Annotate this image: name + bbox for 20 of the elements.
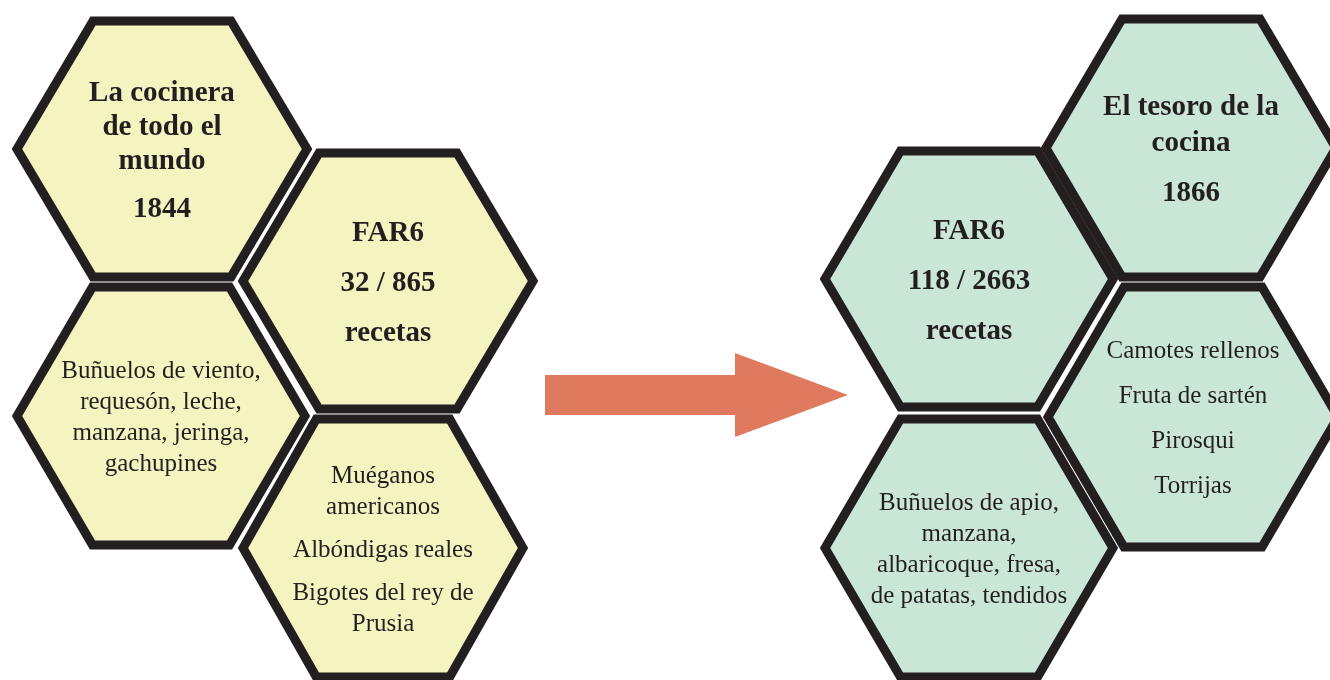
hexagon-text: Camotes rellenos xyxy=(1105,335,1281,365)
hexagon-heading: recetas xyxy=(924,312,1014,346)
hexagon-text: Bigotes del rey de Prusia xyxy=(291,576,475,638)
hexagon-heading: El tesoro de la cocina xyxy=(1102,88,1280,159)
hexagon-text: Albóndigas reales xyxy=(292,533,474,564)
hexagon-heading: FAR6 xyxy=(932,212,1006,246)
hexagon-text: Buñuelos de viento, requesón, leche, manzana, jeringa, gachupines xyxy=(60,355,262,478)
hexagon-heading: 1866 xyxy=(1161,174,1221,209)
hexagon-heading: FAR6 xyxy=(351,214,425,248)
hexagon-heading: La cocinera de todo el mundo xyxy=(88,74,236,176)
hexagon-text: Muéganos americanos xyxy=(325,459,441,521)
hexagon-text: Buñuelos de apio, manzana, albaricoque, fresa, de patatas, tendidos xyxy=(869,487,1069,610)
hexagon-heading: recetas xyxy=(343,314,433,348)
hexagon-heading: 32 / 865 xyxy=(339,264,437,298)
hexagon-text: Pirosqui xyxy=(1150,425,1236,455)
hexagon-heading: 1844 xyxy=(132,190,192,224)
hexagon-text: Torrijas xyxy=(1153,470,1233,500)
hexagon-text: Fruta de sartén xyxy=(1117,380,1269,410)
arrow xyxy=(545,353,848,437)
hexagon-heading: 118 / 2663 xyxy=(906,262,1032,296)
